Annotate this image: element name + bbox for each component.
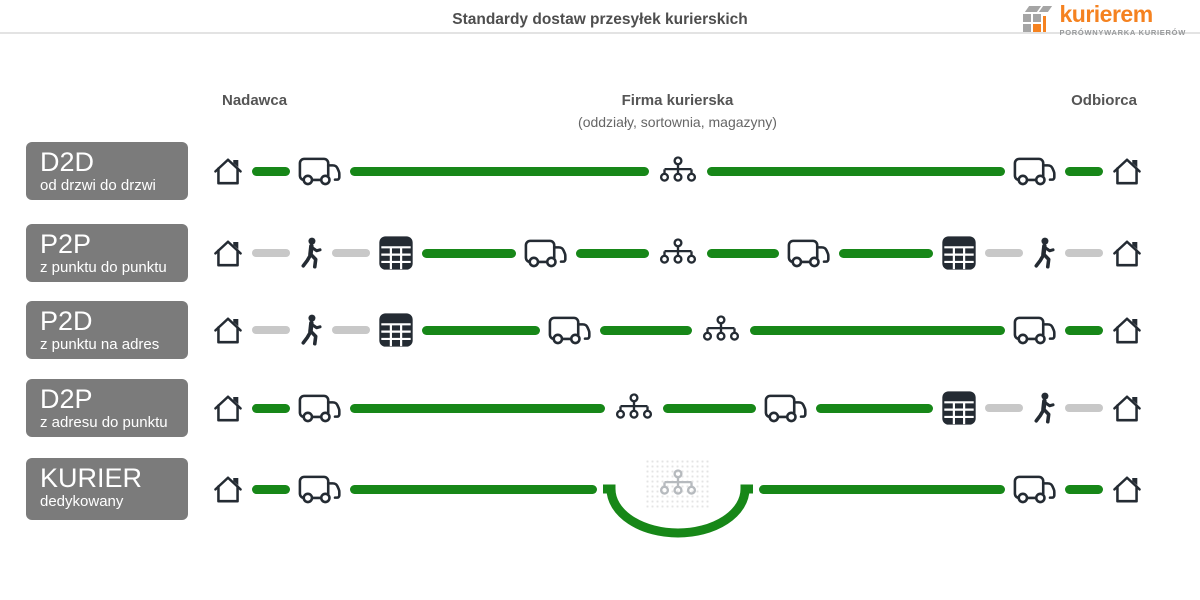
route-lane-d2p [210, 391, 1145, 425]
parcel-locker-icon [941, 235, 977, 271]
brand-tagline: PORÓWNYWARKA KURIERÓW [1059, 28, 1186, 37]
column-header-courier-title: Firma kurierska [621, 92, 734, 109]
hub-bypass [602, 459, 753, 541]
house-icon [1111, 238, 1143, 268]
sorting-hub-skipped-icon [644, 459, 711, 509]
parcel-locker-icon [941, 390, 977, 426]
route-segment-active [252, 403, 290, 413]
column-header-courier-subtitle: (oddziały, sortownia, magazyny) [578, 114, 777, 130]
route-segment-inactive [985, 249, 1023, 257]
parcel-locker-icon [378, 312, 414, 348]
house-icon [212, 156, 244, 186]
route-lane-p2p [210, 236, 1145, 270]
walking-person-icon [1031, 237, 1057, 269]
route-segment-active [663, 403, 756, 413]
house-icon [1111, 156, 1143, 186]
house-icon [1111, 315, 1143, 345]
route-lane-p2d [210, 313, 1145, 347]
walking-person-icon [298, 237, 324, 269]
route-lane-d2d [210, 154, 1145, 188]
route-segment-inactive [252, 326, 290, 334]
delivery-type-description: dedykowany [40, 493, 124, 511]
delivery-type-code: P2P [40, 229, 92, 259]
truck-icon [548, 315, 592, 346]
route-segment-active [350, 484, 597, 494]
truck-icon [298, 156, 342, 187]
route-segment-active [1065, 166, 1103, 176]
route-segment-active [706, 166, 1005, 176]
house-icon [1111, 393, 1143, 423]
delivery-type-code: D2P [40, 384, 93, 414]
truck-icon [298, 474, 342, 505]
route-segment-inactive [1065, 404, 1103, 412]
route-segment-active [1065, 325, 1103, 335]
parcel-locker-icon [378, 235, 414, 271]
truck-icon [1013, 474, 1057, 505]
walking-person-icon [1031, 392, 1057, 424]
route-segment-active [1065, 484, 1103, 494]
route-segment-inactive [985, 404, 1023, 412]
route-segment-active [350, 166, 649, 176]
route-segment-active [758, 484, 1005, 494]
route-segment-active [599, 325, 692, 335]
truck-icon [1013, 315, 1057, 346]
column-header-courier: Firma kurierska (oddziały, sortownia, ma… [210, 92, 1145, 130]
truck-icon [787, 238, 831, 269]
house-icon [212, 474, 244, 504]
route-segment-active [350, 403, 605, 413]
route-lane-kurier [210, 459, 1145, 538]
truck-icon [1013, 156, 1057, 187]
house-icon [212, 315, 244, 345]
kurierem-logo-mark-icon [1021, 5, 1053, 33]
delivery-type-code: P2D [40, 306, 93, 336]
kurierem-logo: kurierem PORÓWNYWARKA KURIERÓW [1021, 3, 1186, 37]
route-segment-active [422, 325, 540, 335]
house-icon [212, 393, 244, 423]
route-segment-active [422, 248, 516, 258]
page-title: Standardy dostaw przesyłek kurierskich [452, 11, 748, 28]
house-icon [1111, 474, 1143, 504]
sorting-hub-icon [657, 238, 699, 268]
delivery-type-description: od drzwi do drzwi [40, 177, 156, 195]
bypass-arc [602, 484, 753, 538]
delivery-type-description: z punktu do punktu [40, 259, 167, 277]
house-icon [212, 238, 244, 268]
sorting-hub-icon [613, 393, 655, 423]
delivery-type-code: D2D [40, 147, 95, 177]
route-segment-active [575, 248, 649, 258]
route-segment-inactive [332, 249, 370, 257]
sorting-hub-icon [700, 315, 742, 345]
route-segment-inactive [332, 326, 370, 334]
truck-icon [298, 393, 342, 424]
route-segment-active [839, 248, 933, 258]
truck-icon [524, 238, 568, 269]
delivery-type-description: z punktu na adres [40, 336, 160, 354]
route-segment-active [252, 484, 290, 494]
route-segment-active [750, 325, 1005, 335]
column-header-receiver: Odbiorca [1071, 92, 1137, 109]
delivery-type-code: KURIER [40, 463, 143, 493]
truck-icon [764, 393, 808, 424]
walking-person-icon [298, 314, 324, 346]
route-segment-inactive [1065, 249, 1103, 257]
column-header-sender: Nadawca [222, 92, 288, 109]
delivery-type-description: z adresu do punktu [40, 414, 168, 432]
route-segment-active [815, 403, 933, 413]
route-segment-inactive [252, 249, 290, 257]
route-segment-active [252, 166, 290, 176]
route-segment-active [706, 248, 780, 258]
sorting-hub-icon [657, 156, 699, 186]
header-bar: Standardy dostaw przesyłek kurierskich k… [0, 0, 1200, 37]
brand-name: kurierem [1059, 1, 1153, 27]
